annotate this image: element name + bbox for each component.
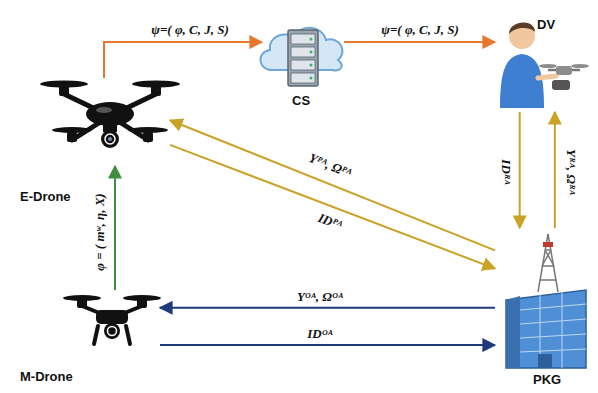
message-arrow [114,166,116,290]
message-label: IDᴾᴬ [314,210,346,233]
message-arrow [170,145,495,269]
user-node: DV [495,14,590,112]
message-label: φ = ( mʷ, η, X) [93,191,107,272]
message-label: IDᴼᴬ [305,327,335,341]
server-node: CS [262,14,344,90]
drone-node: E-Drone [50,78,170,166]
message-label: ψ=( φ, C, J, S) [149,23,231,37]
node-label: DV [537,18,555,32]
gateway-node: PKG [495,228,590,368]
message-arrow [170,120,495,250]
m-drone-icon [63,295,161,344]
node-label: M-Drone [20,370,73,384]
e-drone-icon [40,81,180,149]
operator-icon [500,22,589,108]
message-label: Yᴿᴬ, Ωᴿᴬ [564,147,578,197]
message-arrow [344,41,495,43]
message-label: IDᴿᴬ [499,157,513,186]
node-label: CS [292,94,310,108]
drone-node: M-Drone [70,290,160,348]
message-arrow [160,307,495,309]
message-label: Yᴼᴬ, Ωᴼᴬ [295,290,345,304]
message-arrow [104,42,262,78]
message-label: ψ=( φ, C, J, S) [379,23,461,37]
message-arrow [160,344,495,346]
message-arrow [519,112,521,228]
pkg-building-icon [506,234,586,368]
node-label: PKG [533,373,561,387]
cloud-server-icon [260,28,342,86]
message-arrow [554,112,556,228]
node-label: E-Drone [20,190,71,204]
